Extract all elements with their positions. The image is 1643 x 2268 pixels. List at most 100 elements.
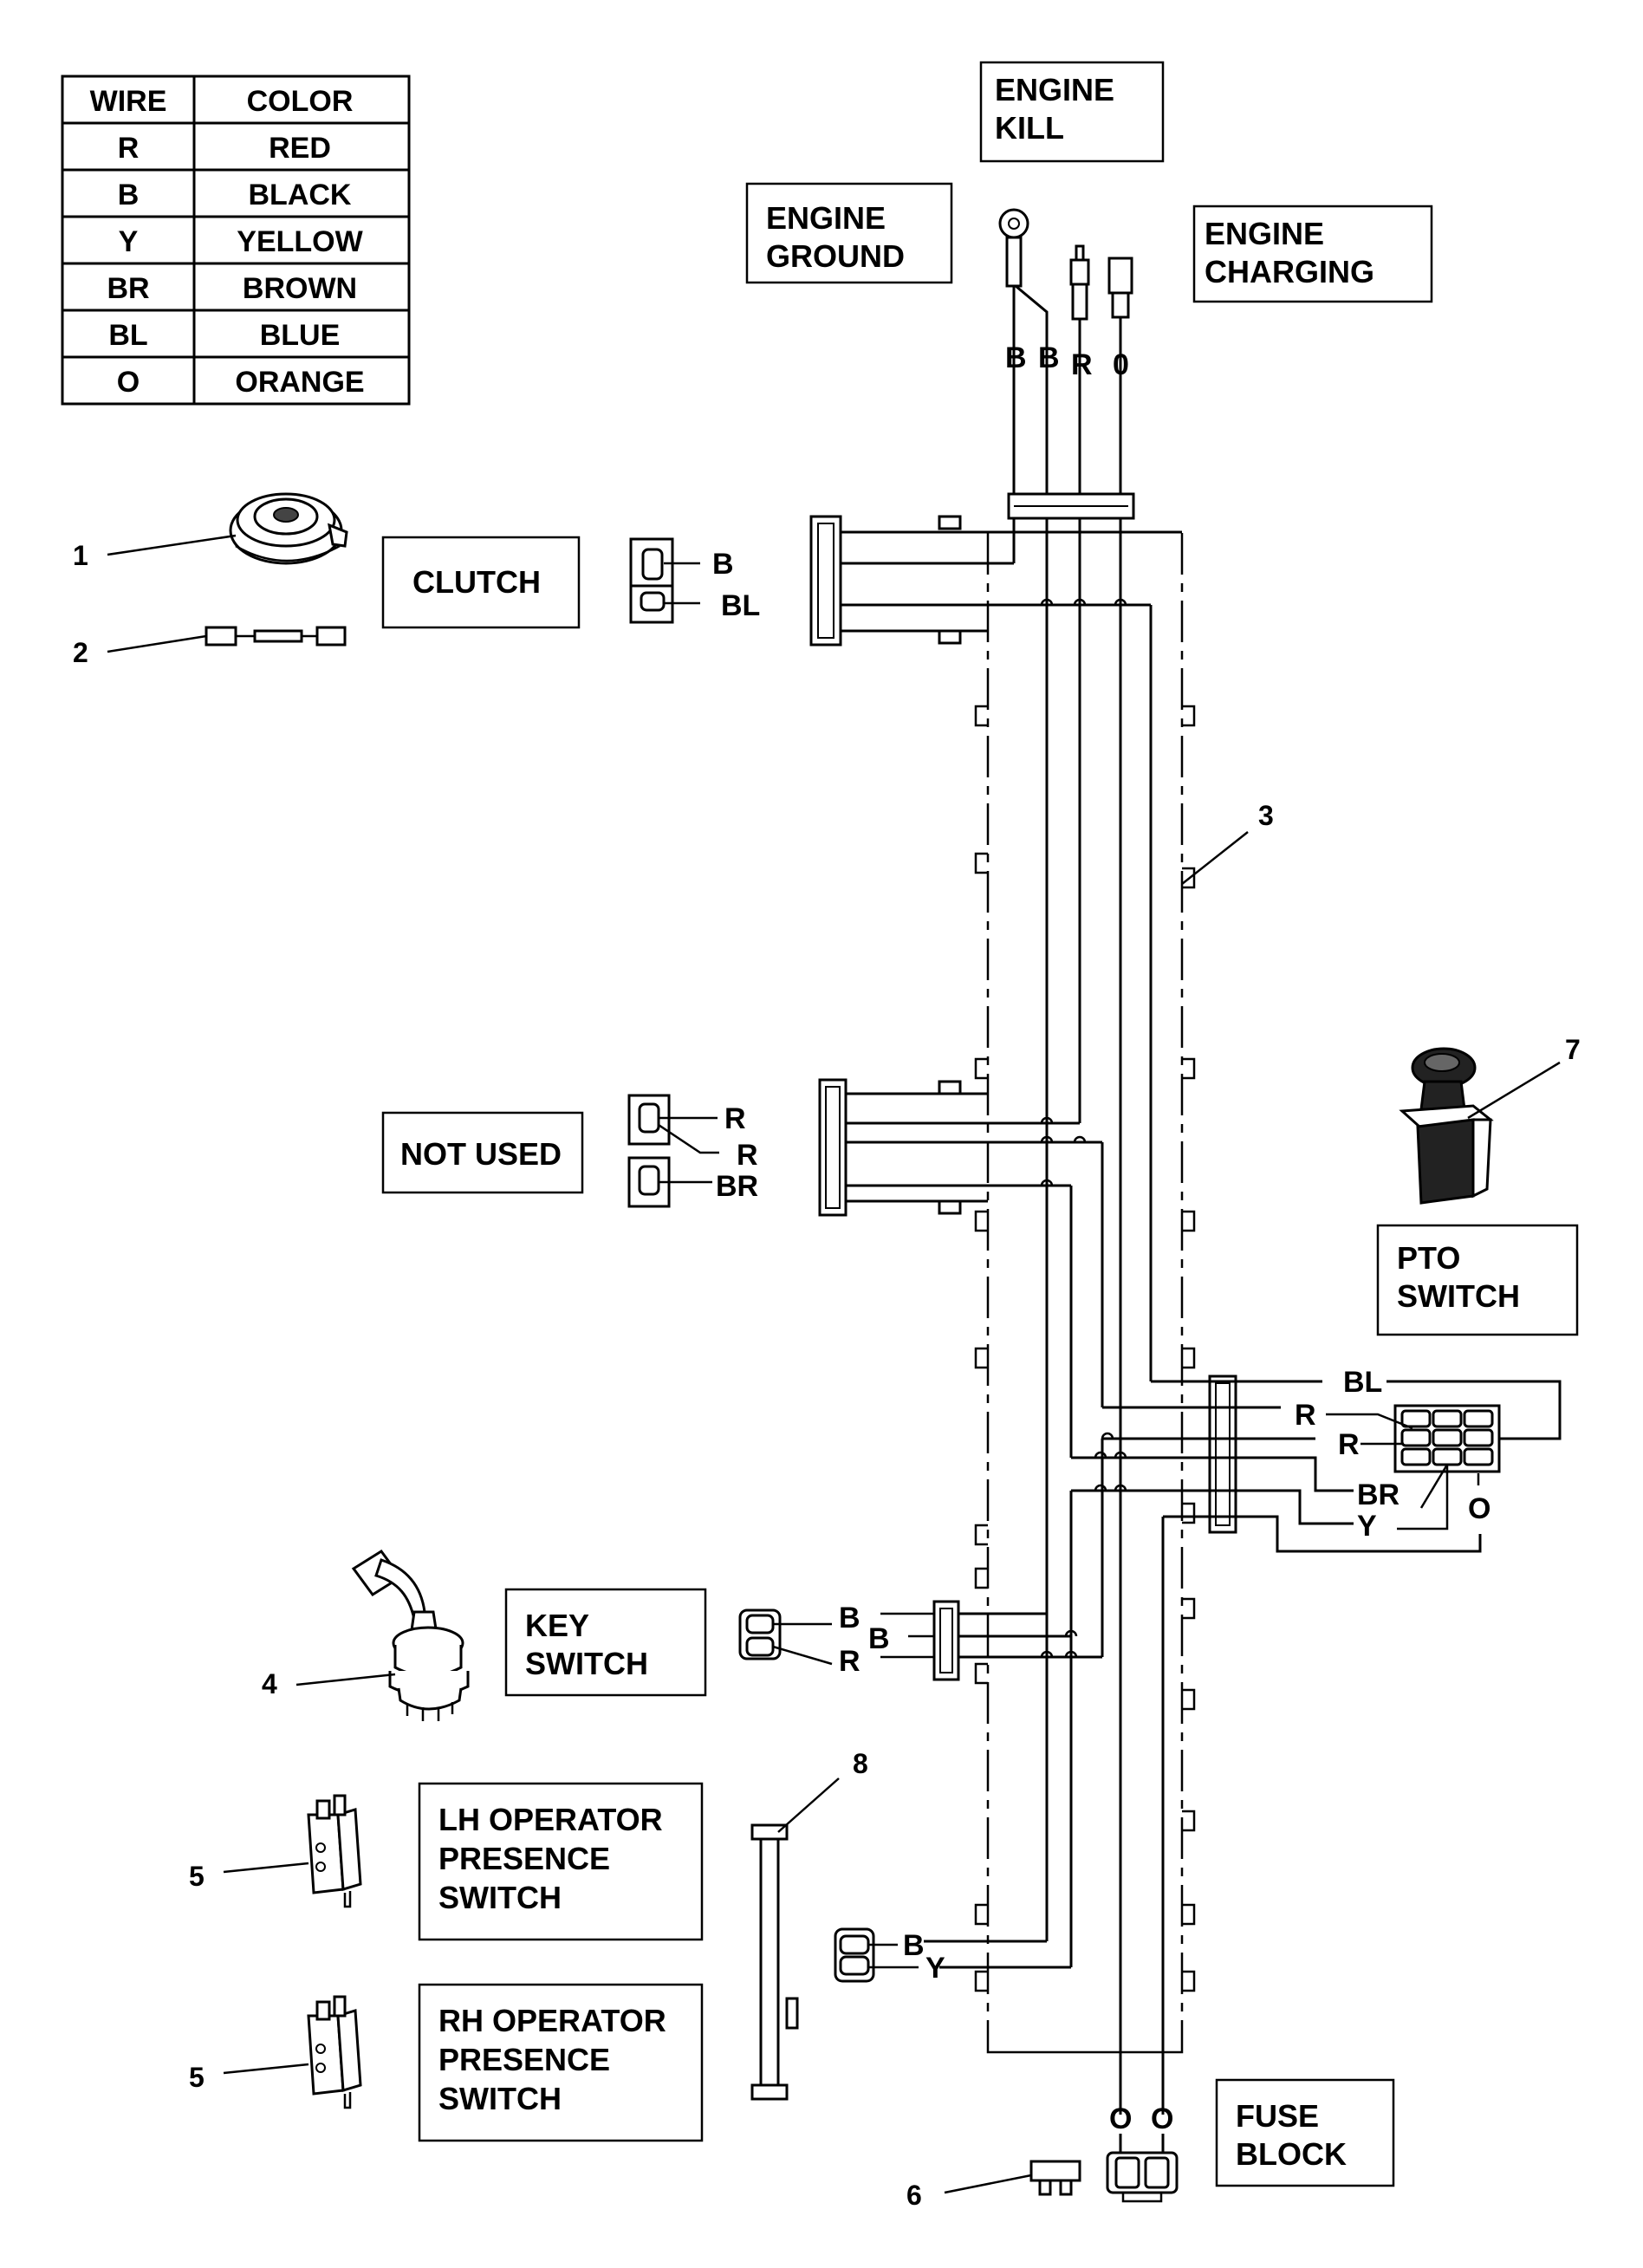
wire-label: B [839,1602,860,1634]
callout-number: 3 [1258,800,1274,831]
wire-label: O [1109,2102,1132,2135]
lh-operator-switch-icon [307,1794,362,1908]
label-line: RH OPERATOR [438,2003,666,2038]
wire-label: BR [1357,1478,1399,1511]
label-line: FUSE [1236,2098,1319,2134]
jumper-harness-icon [750,1823,799,2101]
callout-number: 6 [906,2180,922,2211]
harness-clips-right [1182,705,1196,1992]
engine-kill-terminal [1069,244,1090,494]
table-cell: O [117,366,140,399]
harness-clips-left [974,705,988,1992]
key-switch-icon [351,1549,470,1721]
wire-label: B [1005,341,1027,374]
callout-leader [777,1777,840,1833]
label-not-used: NOT USED [381,1111,584,1194]
table-cell: R [118,132,140,165]
wire-label: R [724,1102,746,1135]
fuse-block-icon [1106,2151,1179,2203]
callout-leader [295,1673,396,1686]
table-cell: B [118,179,140,211]
table-cell: BROWN [243,272,357,305]
callout-number: 4 [262,1668,277,1699]
wire-label: O [1468,1492,1490,1525]
label-engine-ground: ENGINE GROUND [745,182,953,284]
wire-label: 0 [1113,348,1129,381]
wire-label: BR [716,1170,758,1203]
engine-charging-terminal [1107,257,1133,494]
label-line: SWITCH [525,1646,648,1681]
label-line: ENGINE [1205,216,1324,251]
wire-color-table: WIRE COLOR R RED B BLACK Y YELLOW BR BRO… [61,75,411,406]
callout-number: 1 [73,540,88,571]
label-clutch: CLUTCH [381,536,581,629]
table-cell: BLACK [249,179,352,211]
key-switch-connector [738,1600,1102,1681]
label-line: BLOCK [1236,2136,1347,2172]
harness-outline [974,533,1196,2054]
wire-label: B [1038,341,1060,374]
label-line: CHARGING [1205,254,1374,289]
label-line: ENGINE [995,72,1114,107]
wire-label: R [1295,1399,1316,1432]
wire-label: BL [1343,1366,1382,1399]
pto-connector [1071,1374,1562,1553]
callout-leader [223,2063,309,2075]
wire-label: B [868,1622,890,1655]
callout-leader [944,2174,1032,2194]
callout-number: 2 [73,637,88,668]
table-cell: RED [269,132,331,165]
callout-leader [107,534,237,556]
not-used-connector [627,1078,1102,1217]
label-engine-charging: ENGINE CHARGING [1192,205,1433,303]
wire-label: R [1071,348,1093,381]
wire-label: R [839,1645,860,1678]
callout-number: 7 [1565,1034,1581,1065]
wire-label: BL [721,589,760,622]
callout-leader [1467,1061,1561,1120]
label-line: GROUND [766,238,905,274]
callout-leader [1181,831,1249,885]
label-fuse-block: FUSE BLOCK [1215,2078,1395,2187]
label-rh-operator-presence-switch: RH OPERATOR PRESENCE SWITCH [418,1983,704,2142]
label-line: PRESENCE [438,2042,610,2077]
main-wires [1012,518,1165,2115]
label-line: PRESENCE [438,1841,610,1876]
label-line: KILL [995,110,1064,146]
clutch-connector [629,515,1182,647]
label-engine-kill: ENGINE KILL [979,61,1165,163]
callout-number: 5 [189,2062,205,2093]
table-cell: Y [119,225,139,258]
wire-label: O [1151,2102,1173,2135]
rh-operator-switch-icon [307,1995,362,2109]
callout-leader [107,634,207,653]
label-line: ENGINE [766,200,886,236]
wire-label: B [903,1929,925,1962]
wire-label: B [712,548,734,581]
label-key-switch: KEY SWITCH [504,1588,707,1697]
callout-leader [223,1862,309,1874]
label-line: LH OPERATOR [438,1802,663,1837]
table-cell: BR [107,272,149,305]
wire-label: R [1338,1428,1360,1461]
table-cell: ORANGE [235,366,364,399]
callout-number: 5 [189,1861,205,1892]
fuse-icon [1029,2160,1081,2196]
label-line: PTO [1397,1240,1460,1276]
label-line: NOT USED [400,1136,562,1172]
wire-label: R [737,1139,758,1172]
label-line: KEY [525,1608,589,1643]
label-pto-switch: PTO SWITCH [1376,1224,1579,1336]
label-line: SWITCH [438,2081,562,2116]
label-line: SWITCH [438,1880,562,1915]
wire-label: Y [925,1952,945,1985]
table-header-wire: WIRE [90,85,167,118]
wire-lead-icon [205,626,347,647]
table-header-color: COLOR [247,85,354,118]
label-line: CLUTCH [412,564,541,600]
electric-clutch-icon [229,492,348,565]
pto-switch-icon [1399,1047,1494,1205]
wire-label: Y [1357,1510,1377,1543]
label-lh-operator-presence-switch: LH OPERATOR PRESENCE SWITCH [418,1782,704,1941]
